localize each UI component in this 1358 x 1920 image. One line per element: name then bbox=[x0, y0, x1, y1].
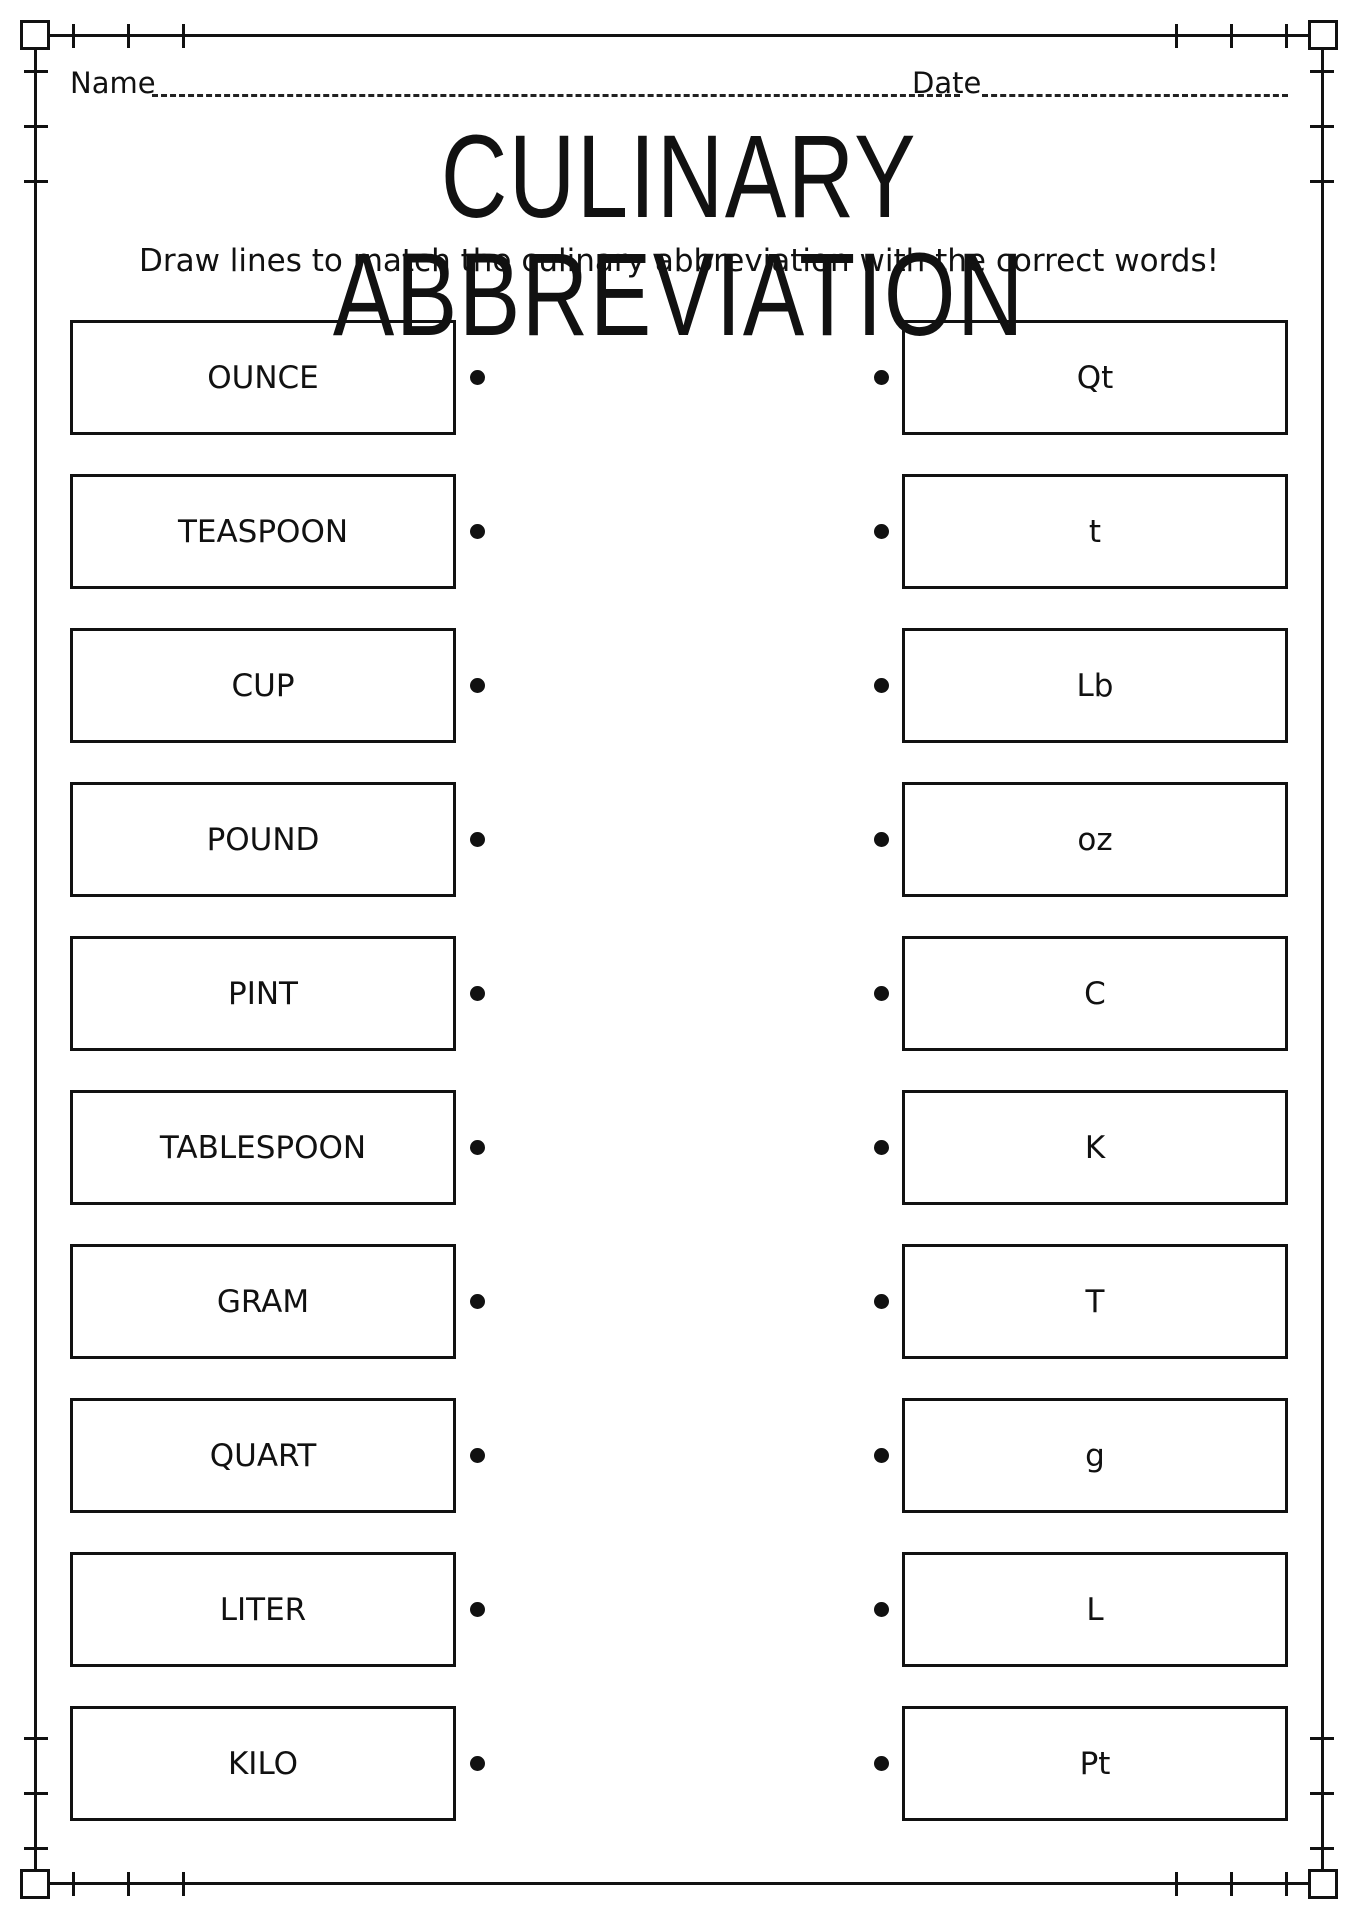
match-row: TEASPOON t bbox=[70, 474, 1288, 589]
match-row: KILO Pt bbox=[70, 1706, 1288, 1821]
abbreviation-box: Pt bbox=[902, 1706, 1288, 1821]
right-connector-dot[interactable] bbox=[874, 678, 889, 693]
date-field[interactable] bbox=[982, 94, 1288, 97]
frame-left bbox=[34, 36, 37, 1884]
page-title: CULINARY ABBREVIATION bbox=[332, 111, 1026, 361]
frame-tick bbox=[1310, 70, 1334, 73]
right-connector-dot[interactable] bbox=[874, 832, 889, 847]
match-row: PINT C bbox=[70, 936, 1288, 1051]
frame-tick bbox=[127, 24, 130, 48]
word-box: TEASPOON bbox=[70, 474, 456, 589]
abbreviation-box: t bbox=[902, 474, 1288, 589]
right-connector-dot[interactable] bbox=[874, 1448, 889, 1463]
frame-tick bbox=[182, 1872, 185, 1896]
word-box: QUART bbox=[70, 1398, 456, 1513]
left-connector-dot[interactable] bbox=[470, 370, 485, 385]
frame-tick bbox=[1285, 1872, 1288, 1896]
frame-tick bbox=[1175, 24, 1178, 48]
frame-tick bbox=[24, 70, 48, 73]
left-connector-dot[interactable] bbox=[470, 1602, 485, 1617]
frame-bottom bbox=[36, 1882, 1322, 1885]
word-box: PINT bbox=[70, 936, 456, 1051]
frame-tick bbox=[1310, 1737, 1334, 1740]
frame-tick bbox=[24, 125, 48, 128]
frame-tick bbox=[24, 1847, 48, 1850]
corner-bottom-right bbox=[1308, 1869, 1338, 1899]
left-connector-dot[interactable] bbox=[470, 1140, 485, 1155]
matching-rows: OUNCE Qt TEASPOON t CUP Lb POUND oz PINT… bbox=[70, 320, 1288, 1860]
frame-tick bbox=[24, 1737, 48, 1740]
abbreviation-box: C bbox=[902, 936, 1288, 1051]
header-row: Name Date bbox=[70, 66, 1288, 106]
frame-tick bbox=[1285, 24, 1288, 48]
abbreviation-box: K bbox=[902, 1090, 1288, 1205]
match-row: GRAM T bbox=[70, 1244, 1288, 1359]
frame-tick bbox=[72, 24, 75, 48]
frame-tick bbox=[127, 1872, 130, 1896]
match-row: LITER L bbox=[70, 1552, 1288, 1667]
left-connector-dot[interactable] bbox=[470, 678, 485, 693]
match-row: OUNCE Qt bbox=[70, 320, 1288, 435]
corner-top-left bbox=[20, 20, 50, 50]
left-connector-dot[interactable] bbox=[470, 832, 485, 847]
frame-tick bbox=[1310, 1847, 1334, 1850]
word-box: LITER bbox=[70, 1552, 456, 1667]
frame-tick bbox=[182, 24, 185, 48]
right-connector-dot[interactable] bbox=[874, 1140, 889, 1155]
left-connector-dot[interactable] bbox=[470, 1756, 485, 1771]
corner-bottom-left bbox=[20, 1869, 50, 1899]
right-connector-dot[interactable] bbox=[874, 1602, 889, 1617]
frame-tick bbox=[1310, 1792, 1334, 1795]
frame-tick bbox=[24, 180, 48, 183]
frame-tick bbox=[1310, 125, 1334, 128]
frame-top bbox=[36, 34, 1322, 37]
word-box: POUND bbox=[70, 782, 456, 897]
left-connector-dot[interactable] bbox=[470, 524, 485, 539]
left-connector-dot[interactable] bbox=[470, 1448, 485, 1463]
date-label: Date bbox=[912, 66, 982, 100]
word-box: TABLESPOON bbox=[70, 1090, 456, 1205]
word-box: GRAM bbox=[70, 1244, 456, 1359]
right-connector-dot[interactable] bbox=[874, 986, 889, 1001]
match-row: POUND oz bbox=[70, 782, 1288, 897]
left-connector-dot[interactable] bbox=[470, 1294, 485, 1309]
right-connector-dot[interactable] bbox=[874, 1756, 889, 1771]
frame-tick bbox=[24, 1792, 48, 1795]
frame-tick bbox=[1230, 1872, 1233, 1896]
left-connector-dot[interactable] bbox=[470, 986, 485, 1001]
name-field[interactable] bbox=[152, 94, 960, 97]
match-row: QUART g bbox=[70, 1398, 1288, 1513]
match-row: TABLESPOON K bbox=[70, 1090, 1288, 1205]
abbreviation-box: L bbox=[902, 1552, 1288, 1667]
frame-right bbox=[1321, 36, 1324, 1884]
frame-tick bbox=[1230, 24, 1233, 48]
word-box: KILO bbox=[70, 1706, 456, 1821]
match-row: CUP Lb bbox=[70, 628, 1288, 743]
abbreviation-box: g bbox=[902, 1398, 1288, 1513]
abbreviation-box: T bbox=[902, 1244, 1288, 1359]
corner-top-right bbox=[1308, 20, 1338, 50]
abbreviation-box: Lb bbox=[902, 628, 1288, 743]
name-label: Name bbox=[70, 66, 156, 100]
right-connector-dot[interactable] bbox=[874, 524, 889, 539]
frame-tick bbox=[72, 1872, 75, 1896]
frame-tick bbox=[1310, 180, 1334, 183]
frame-tick bbox=[1175, 1872, 1178, 1896]
abbreviation-box: Qt bbox=[902, 320, 1288, 435]
word-box: CUP bbox=[70, 628, 456, 743]
abbreviation-box: oz bbox=[902, 782, 1288, 897]
right-connector-dot[interactable] bbox=[874, 370, 889, 385]
right-connector-dot[interactable] bbox=[874, 1294, 889, 1309]
word-box: OUNCE bbox=[70, 320, 456, 435]
instructions: Draw lines to match the culinary abbrevi… bbox=[138, 243, 1220, 279]
